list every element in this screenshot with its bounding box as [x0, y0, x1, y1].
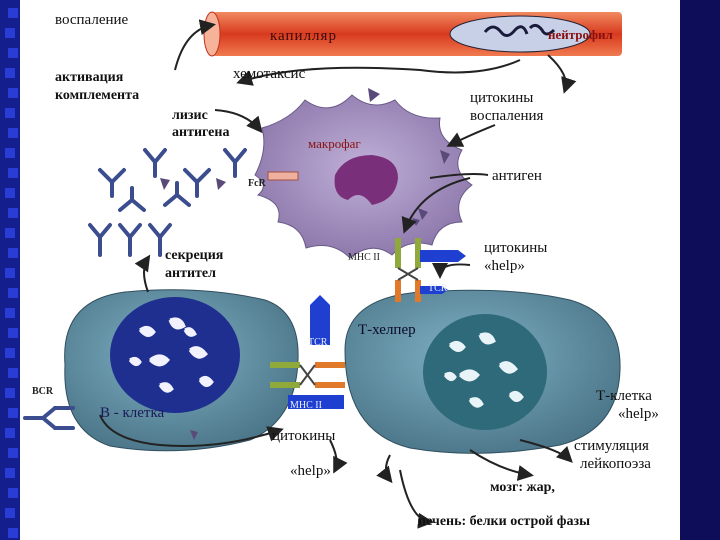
- sidebar-square: [5, 28, 15, 38]
- tcr-middle-label: TCR: [308, 337, 328, 348]
- inflammation-label: воспаление: [55, 12, 129, 28]
- mhc-tcr-top-complex: [395, 238, 466, 302]
- sidebar-square: [5, 428, 15, 438]
- bcr-receptor: [23, 406, 57, 430]
- sidebar-square: [5, 308, 15, 318]
- antigens: [160, 88, 450, 440]
- mhc-tcr-middle-complex: [270, 295, 345, 409]
- sidebar-square: [8, 8, 18, 18]
- sidebar-square: [8, 528, 18, 538]
- sidebar-square: [8, 488, 18, 498]
- t-cell-help-label-2: «help»: [618, 406, 659, 422]
- cytokines-inflammation-label-1: цитокины: [470, 90, 534, 106]
- sidebar-square: [8, 208, 18, 218]
- sidebar-square: [8, 448, 18, 458]
- tcr-top-label: TCR: [428, 283, 448, 294]
- antigen-label: антиген: [492, 168, 542, 184]
- sidebar-square: [5, 108, 15, 118]
- sidebar-square: [8, 328, 18, 338]
- mhc-ii-top-label: MHC II: [348, 252, 380, 263]
- macrophage-cell: [254, 94, 473, 259]
- cytokines-bottom-label: цитокины: [272, 428, 336, 444]
- sidebar-square: [8, 88, 18, 98]
- sidebar-square: [8, 408, 18, 418]
- antibody-secretion-label-1: секреция: [165, 248, 224, 263]
- bcr-label: BCR: [32, 386, 54, 397]
- sidebar-square: [5, 228, 15, 238]
- sidebar-square: [8, 48, 18, 58]
- complement-activation-label-2: комплемента: [55, 88, 140, 103]
- liver-proteins-label: печень: белки острой фазы: [418, 514, 591, 529]
- complement-activation-label-1: активация: [55, 70, 124, 85]
- sidebar-square: [5, 348, 15, 358]
- b-cell-label: В - клетка: [100, 405, 165, 421]
- antigen-lysis-label-1: лизис: [172, 108, 208, 123]
- sidebar-square: [5, 468, 15, 478]
- sidebar-square: [8, 128, 18, 138]
- t-cell: [344, 289, 621, 454]
- sidebar-square: [5, 68, 15, 78]
- antibody-secretion-label-2: антител: [165, 266, 216, 281]
- chemotaxis-label: хемотаксис: [233, 66, 306, 82]
- cytokines-inflammation-label-2: воспаления: [470, 108, 544, 124]
- mhc-ii-bottom-label: MHC II: [290, 400, 322, 411]
- sidebar-square: [8, 168, 18, 178]
- sidebar-square: [5, 268, 15, 278]
- sidebar-square: [5, 188, 15, 198]
- t-cell-help-label-1: Т-клетка: [596, 388, 652, 404]
- capillary-label: капилляр: [270, 28, 337, 44]
- sidebar-square: [8, 288, 18, 298]
- leukopoiesis-label-1: стимуляция: [574, 438, 649, 454]
- cytokines-help-label-2: «help»: [484, 258, 525, 274]
- help-bottom-label: «help»: [290, 463, 331, 479]
- antigen-lysis-label-2: антигена: [172, 125, 230, 140]
- b-cell: [64, 289, 299, 452]
- sidebar-square: [5, 508, 15, 518]
- brain-fever-label: мозг: жар,: [490, 480, 555, 495]
- arrows: [99, 19, 577, 529]
- sidebar-square: [5, 148, 15, 158]
- t-helper-label: Т-хелпер: [358, 322, 416, 338]
- right-decorative-bar: [680, 0, 720, 540]
- macrophage-label: макрофаг: [308, 136, 361, 151]
- neutrophil-cell: [449, 15, 591, 53]
- capillary: [203, 11, 622, 57]
- sidebar-square: [8, 368, 18, 378]
- leukopoiesis-label-2: лейкопоэза: [580, 456, 651, 472]
- cytokines-help-label-1: цитокины: [484, 240, 548, 256]
- antibodies: [23, 148, 247, 430]
- sidebar-square: [5, 388, 15, 398]
- neutrophil-label: нейтрофил: [548, 27, 613, 42]
- fcr-label: FcR: [248, 178, 266, 189]
- fcr-receptor: [267, 171, 299, 181]
- sidebar-square: [8, 248, 18, 258]
